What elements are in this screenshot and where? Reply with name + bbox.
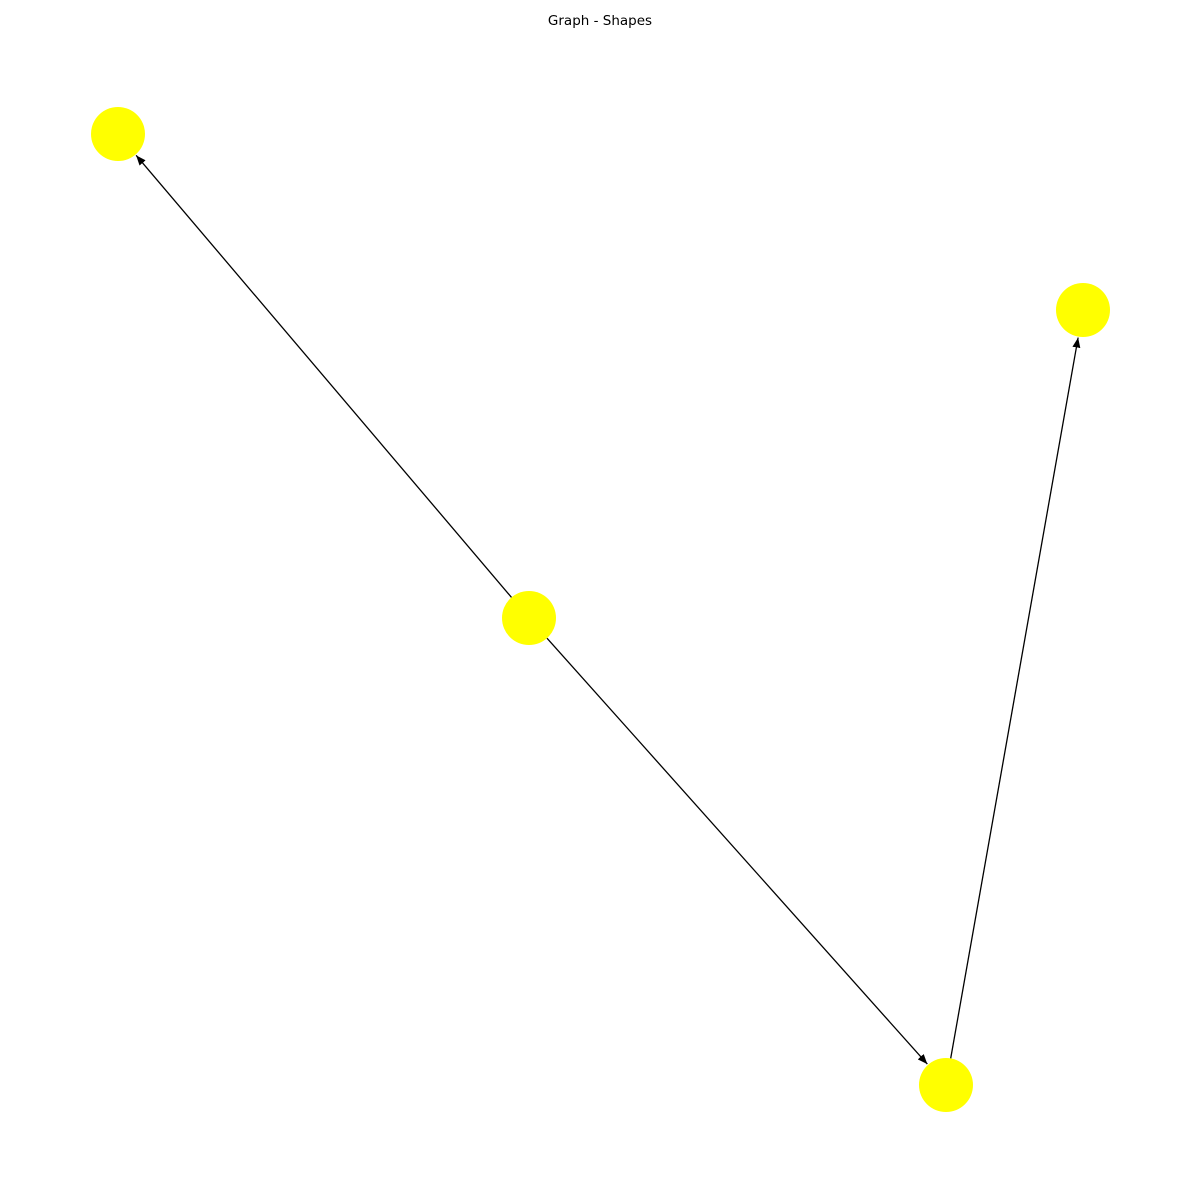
edges-layer xyxy=(135,154,1081,1065)
edge-a-b xyxy=(135,154,513,598)
graph-title: Graph - Shapes xyxy=(547,13,653,29)
nodes-layer xyxy=(91,107,1110,1112)
node-a xyxy=(502,591,556,645)
node-c xyxy=(919,1058,973,1112)
node-b xyxy=(91,107,145,161)
node-d xyxy=(1056,283,1110,337)
edge-c-d xyxy=(950,337,1081,1059)
edge-a-c xyxy=(546,637,928,1065)
